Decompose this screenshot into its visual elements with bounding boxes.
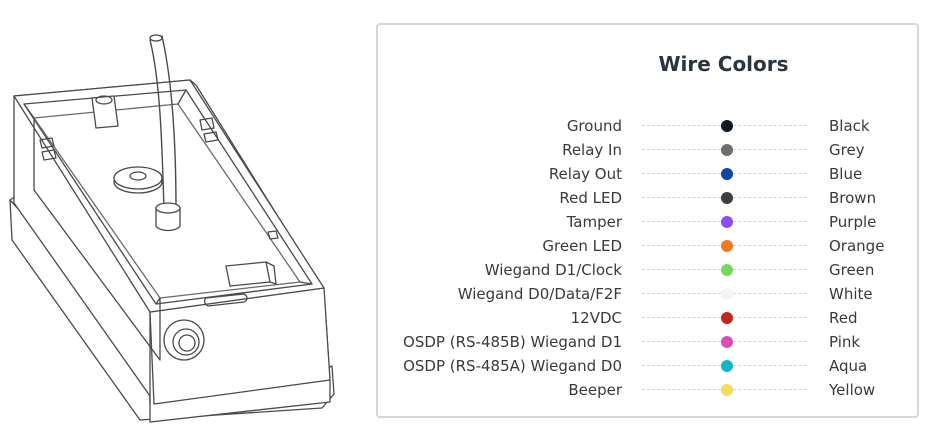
color-dot [721, 312, 733, 324]
color-dot [721, 288, 733, 300]
color-dot [721, 264, 733, 276]
signal-label: Wiegand D0/Data/F2F [457, 285, 622, 303]
color-dot [721, 168, 733, 180]
wire-row: Relay Out Blue [378, 162, 917, 186]
color-dot [721, 216, 733, 228]
color-dot [721, 240, 733, 252]
signal-label: Green LED [542, 237, 622, 255]
color-name: Brown [829, 189, 877, 207]
signal-label: Wiegand D1/Clock [484, 261, 622, 279]
reader-housing-illustration [9, 34, 335, 423]
color-dot [721, 336, 733, 348]
wire-row: Relay In Grey [378, 138, 917, 162]
color-name: Red [829, 309, 858, 327]
signal-label: Ground [566, 117, 622, 135]
color-name: White [829, 285, 873, 303]
signal-label: OSDP (RS-485B) Wiegand D1 [403, 333, 622, 351]
color-dot [721, 192, 733, 204]
wire-row: OSDP (RS-485A) Wiegand D0 Aqua [378, 354, 917, 378]
wire-row: Green LED Orange [378, 234, 917, 258]
color-name: Yellow [829, 381, 876, 399]
signal-label: Tamper [566, 213, 622, 231]
signal-label: Relay In [562, 141, 622, 159]
wire-colors-panel: Wire Colors Ground Black Relay In Grey R… [376, 23, 919, 418]
wire-row: 12VDC Red [378, 306, 917, 330]
wire-row: Ground Black [378, 114, 917, 138]
signal-label: Relay Out [548, 165, 622, 183]
color-dot [721, 384, 733, 396]
color-name: Aqua [829, 357, 868, 375]
wire-row: Tamper Purple [378, 210, 917, 234]
color-name: Purple [829, 213, 877, 231]
signal-label: Beeper [568, 381, 622, 399]
color-name: Green [829, 261, 875, 279]
color-dot [721, 360, 733, 372]
color-dot [721, 144, 733, 156]
color-name: Pink [829, 333, 861, 351]
color-name: Grey [829, 141, 865, 159]
wire-row: Red LED Brown [378, 186, 917, 210]
panel-title: Wire Colors [658, 52, 789, 76]
color-name: Blue [829, 165, 863, 183]
color-name: Black [829, 117, 870, 135]
color-name: Orange [829, 237, 885, 255]
signal-label: Red LED [559, 189, 622, 207]
wire-row: Wiegand D0/Data/F2F White [378, 282, 917, 306]
wire-row: Beeper Yellow [378, 378, 917, 402]
signal-label: OSDP (RS-485A) Wiegand D0 [403, 357, 622, 375]
wire-row: Wiegand D1/Clock Green [378, 258, 917, 282]
wire-row: OSDP (RS-485B) Wiegand D1 Pink [378, 330, 917, 354]
color-dot [721, 120, 733, 132]
signal-label: 12VDC [570, 309, 622, 327]
